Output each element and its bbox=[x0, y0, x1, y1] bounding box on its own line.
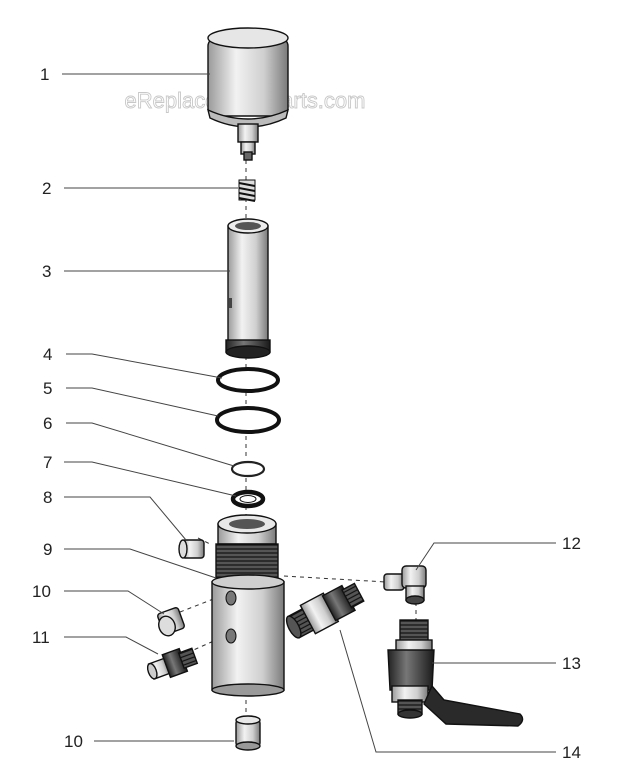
part-10-plug-upper bbox=[157, 607, 185, 637]
leader-line-5 bbox=[66, 387, 219, 417]
callout-2: 2 bbox=[42, 179, 51, 198]
axis-line bbox=[179, 639, 217, 657]
callout-10-upper: 10 bbox=[32, 582, 51, 601]
axis-line bbox=[283, 575, 387, 583]
callout-4: 4 bbox=[43, 345, 52, 364]
callout-10-lower: 10 bbox=[64, 732, 83, 751]
leader-line-10-upper bbox=[64, 590, 165, 615]
leader-line-7 bbox=[64, 461, 237, 497]
part-1-gauge bbox=[206, 27, 290, 161]
callout-11: 11 bbox=[32, 628, 50, 647]
callout-5: 5 bbox=[43, 379, 52, 398]
part-8-plug bbox=[178, 539, 205, 559]
part-12-elbow bbox=[383, 565, 427, 605]
callout-12: 12 bbox=[562, 534, 581, 553]
leader-line-6 bbox=[66, 422, 235, 467]
leader-line-8 bbox=[64, 496, 187, 541]
part-7-seal bbox=[230, 489, 266, 509]
part-11-nipple bbox=[146, 647, 199, 680]
part-10-plug-lower bbox=[235, 715, 261, 751]
part-5-oring bbox=[215, 406, 281, 434]
callout-8: 8 bbox=[43, 488, 52, 507]
part-6-ring bbox=[230, 460, 266, 478]
part-9-manifold bbox=[211, 514, 285, 697]
leader-line-11 bbox=[64, 636, 159, 655]
callout-1: 1 bbox=[40, 65, 49, 84]
callout-7: 7 bbox=[43, 453, 52, 472]
part-14-fitting bbox=[285, 582, 365, 639]
part-3-cartridge bbox=[225, 218, 271, 359]
leader-line-4 bbox=[66, 353, 223, 379]
leader-line-9 bbox=[64, 548, 217, 579]
part-2-spring bbox=[238, 179, 256, 202]
callout-14: 14 bbox=[562, 743, 581, 762]
part-13-valve bbox=[387, 619, 524, 727]
leader-line-12 bbox=[415, 542, 556, 571]
callout-3: 3 bbox=[42, 262, 51, 281]
axis-line bbox=[197, 537, 211, 545]
axis-line bbox=[179, 597, 217, 613]
callout-13: 13 bbox=[562, 654, 581, 673]
part-4-oring bbox=[216, 367, 280, 393]
callout-6: 6 bbox=[43, 414, 52, 433]
callout-9: 9 bbox=[43, 540, 52, 559]
leader-line-14 bbox=[339, 629, 556, 753]
